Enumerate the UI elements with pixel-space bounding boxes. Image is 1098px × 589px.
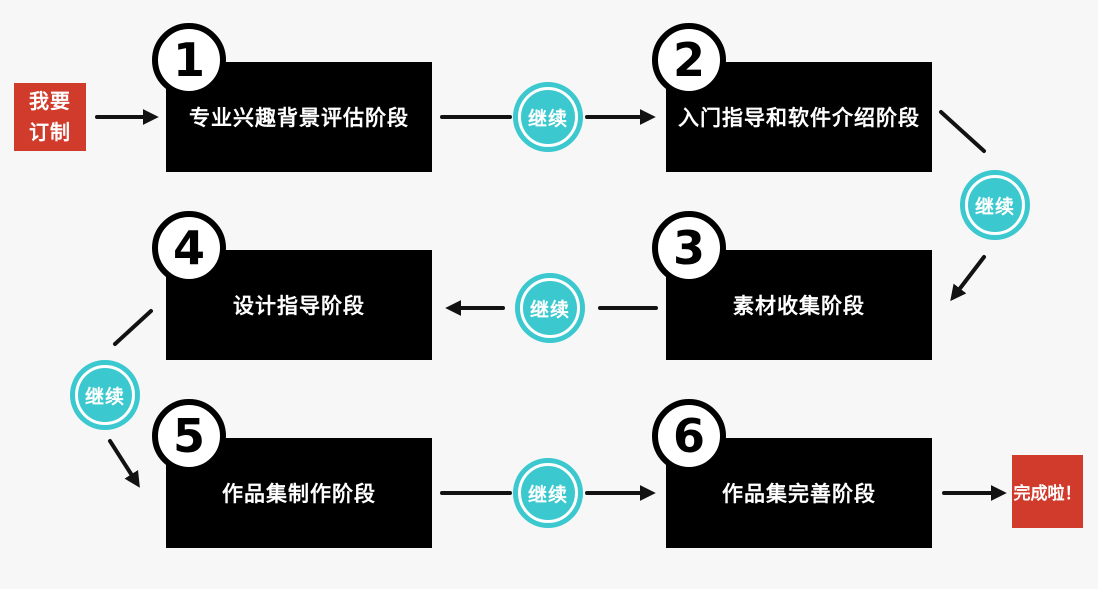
step-4-number: 4 [172, 221, 205, 275]
step-3-number: 3 [672, 221, 705, 275]
continue-circle-3-label: 继续 [529, 298, 570, 321]
step-2-number-circle: 2 [652, 23, 726, 97]
start-badge-line2: 订制 [29, 120, 71, 144]
arrow-continue4-to-step5 [108, 439, 140, 488]
step-5-number: 5 [172, 409, 205, 463]
step-5-box: 5 作品集制作阶段 [152, 399, 432, 548]
continue-circle-5-label: 继续 [527, 483, 568, 506]
start-badge[interactable]: 我要 订制 [14, 83, 86, 151]
step-6-number: 6 [672, 409, 705, 463]
continue-circle-5: 继续 [513, 458, 583, 528]
step-4-box: 4 设计指导阶段 [152, 211, 432, 360]
continue-circle-2-label: 继续 [974, 195, 1015, 218]
line-step4-to-continue4 [113, 309, 153, 346]
end-badge: 完成啦！ [1012, 455, 1083, 528]
step-4-number-circle: 4 [152, 211, 226, 285]
step-5-number-circle: 5 [152, 399, 226, 473]
arrow-continue2-to-step3 [950, 255, 986, 302]
continue-circle-1-label: 继续 [527, 107, 568, 130]
step-1-number: 1 [172, 33, 205, 87]
continue-circle-4: 继续 [70, 360, 140, 430]
step-6-label: 作品集完善阶段 [722, 482, 876, 506]
step-3-number-circle: 3 [652, 211, 726, 285]
step-1-label: 专业兴趣背景评估阶段 [189, 106, 409, 130]
step-4-label: 设计指导阶段 [233, 294, 365, 318]
step-6-number-circle: 6 [652, 399, 726, 473]
step-1-number-circle: 1 [152, 23, 226, 97]
end-badge-label: 完成啦！ [1013, 484, 1082, 504]
continue-circle-4-label: 继续 [84, 385, 125, 408]
step-3-box: 3 素材收集阶段 [652, 211, 932, 360]
line-step2-to-continue2 [939, 110, 986, 153]
continue-circle-1: 继续 [513, 82, 583, 152]
step-1-box: 1 专业兴趣背景评估阶段 [152, 23, 432, 172]
step-5-label: 作品集制作阶段 [222, 482, 376, 506]
step-6-box: 6 作品集完善阶段 [652, 399, 932, 548]
continue-circle-2: 继续 [960, 170, 1030, 240]
continue-circle-3: 继续 [515, 273, 585, 343]
step-2-label: 入门指导和软件介绍阶段 [678, 106, 920, 130]
start-badge-line1: 我要 [29, 89, 71, 113]
step-2-box: 2 入门指导和软件介绍阶段 [652, 23, 932, 172]
step-3-label: 素材收集阶段 [733, 294, 865, 318]
step-2-number: 2 [672, 33, 705, 87]
